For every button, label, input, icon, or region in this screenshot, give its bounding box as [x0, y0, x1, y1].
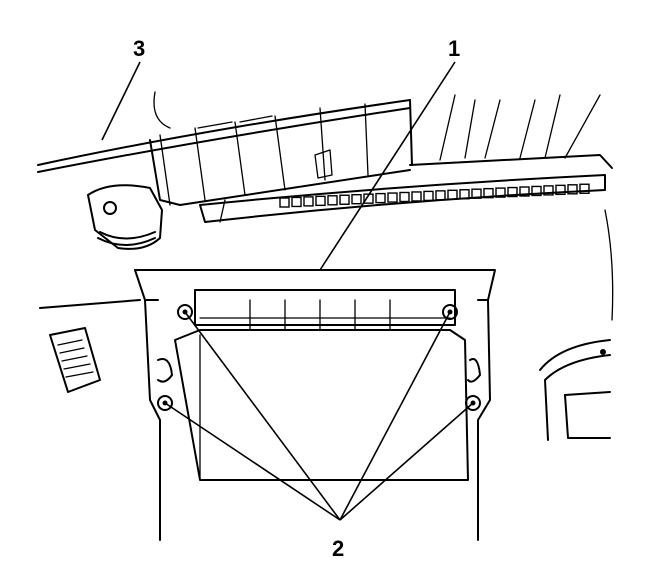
grille-slot	[327, 195, 338, 206]
trim-panel	[134, 269, 496, 541]
windshield-lines	[439, 94, 601, 161]
grille-slot	[579, 183, 590, 194]
grille-slot	[315, 195, 326, 207]
grille-slot	[339, 194, 350, 205]
leader-2a	[184, 311, 341, 521]
instrument-panel-outline	[37, 91, 613, 206]
grille-slot	[459, 189, 470, 200]
leader-2d	[339, 402, 474, 521]
grille-slot	[279, 197, 290, 208]
left-air-vent	[87, 184, 163, 250]
leader-3	[101, 61, 141, 141]
grille-slot	[531, 185, 542, 197]
leader-2c	[164, 402, 341, 521]
grille-slot	[399, 191, 410, 203]
grille-slot	[447, 189, 458, 201]
left-floor-vent	[49, 327, 101, 393]
callout-2: 2	[332, 536, 344, 561]
grille-slot	[507, 186, 518, 198]
grille-slot	[471, 188, 482, 199]
leader-1	[319, 61, 456, 271]
grille-slot	[543, 185, 554, 196]
defroster-vent	[159, 103, 369, 206]
callout-3: 3	[133, 36, 145, 61]
grille-slot	[303, 196, 314, 207]
grille-slot	[387, 192, 398, 203]
grille-slot	[291, 196, 302, 208]
grille-slot	[495, 187, 506, 198]
grille-slot	[567, 184, 578, 195]
grille-slot	[351, 193, 362, 205]
grille-slot	[411, 191, 422, 202]
right-console	[539, 209, 614, 441]
grille-slot	[519, 186, 530, 197]
grille-slot	[375, 192, 386, 204]
grille-slot	[555, 184, 566, 196]
leader-lines	[101, 61, 474, 521]
grille-slot	[435, 190, 446, 201]
grille-slot	[483, 187, 494, 199]
leader-2b	[339, 311, 451, 521]
defroster-grille	[199, 174, 606, 223]
grille-slots	[279, 183, 590, 208]
grille-slot	[423, 190, 434, 202]
dash-lower-edge	[39, 299, 141, 309]
callout-1: 1	[448, 36, 460, 61]
